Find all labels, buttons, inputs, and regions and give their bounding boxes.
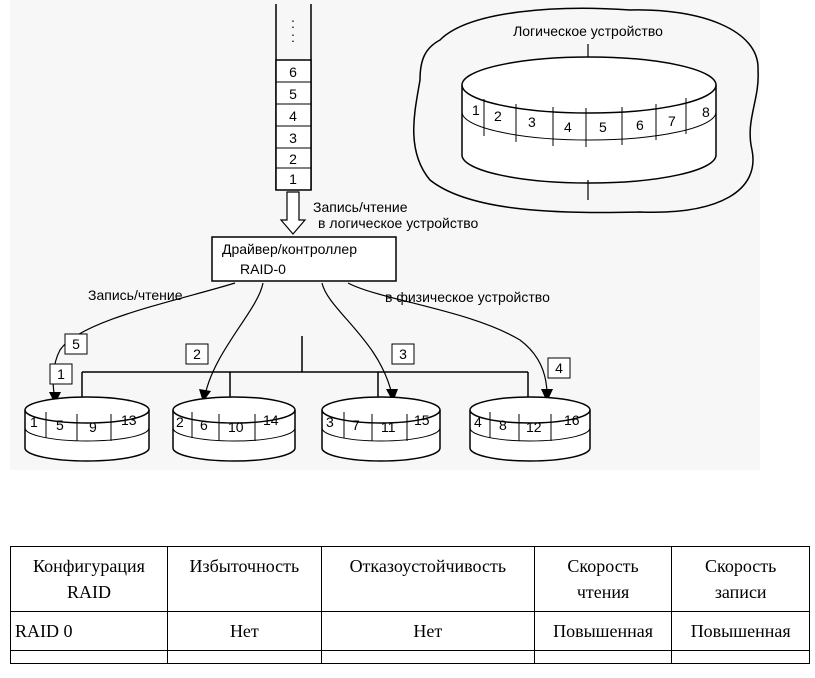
disk-block: 14 bbox=[263, 412, 279, 428]
table-row: RAID 0 Нет Нет Повышенная Повышенная bbox=[10, 611, 810, 651]
physical-disk-1: 1 5 9 13 bbox=[24, 396, 150, 462]
table-cell: Повышенная bbox=[533, 611, 673, 651]
stack-block: 1 bbox=[289, 171, 297, 187]
header-cell: Избыточность bbox=[166, 546, 322, 612]
stack-block: 4 bbox=[289, 108, 297, 124]
disk-block: 9 bbox=[89, 419, 97, 435]
flow-block: 3 bbox=[399, 346, 407, 362]
table-header-row: Конфигурация RAID Избыточность Отказоуст… bbox=[10, 546, 810, 612]
stack-block: 5 bbox=[289, 86, 297, 102]
table-cell: Нет bbox=[320, 611, 535, 651]
arrow-label-line1: Запись/чтение bbox=[313, 199, 408, 215]
disk-block: 16 bbox=[564, 412, 580, 428]
table-cell bbox=[671, 650, 810, 664]
physical-disk-3: 3 7 11 15 bbox=[321, 396, 441, 462]
request-stack: : : 6 5 4 3 2 1 bbox=[275, 4, 312, 191]
logical-block: 1 bbox=[472, 102, 480, 118]
table-cell bbox=[10, 650, 168, 664]
arrowhead-icon bbox=[386, 389, 398, 402]
distribution-bus bbox=[81, 336, 529, 400]
flow-blocks: 5 1 2 3 4 bbox=[49, 333, 571, 385]
disk-block: 10 bbox=[228, 419, 244, 435]
stack-dots-2: : bbox=[291, 29, 295, 45]
flow-block: 4 bbox=[555, 360, 563, 376]
disk-block: 4 bbox=[474, 414, 482, 430]
stack-block: 6 bbox=[289, 64, 297, 80]
raid0-diagram: : : 6 5 4 3 2 1 Запись/чтение в логическ… bbox=[24, 4, 759, 462]
stack-block: 2 bbox=[289, 151, 297, 167]
logical-block: 7 bbox=[668, 113, 676, 129]
down-arrow-icon bbox=[279, 191, 307, 235]
table-cell bbox=[166, 650, 322, 664]
disk-block: 12 bbox=[526, 419, 542, 435]
right-label: в физическое устройство bbox=[385, 289, 550, 305]
header-cell: Скорость чтения bbox=[533, 546, 673, 612]
table-cell bbox=[533, 650, 673, 664]
logical-block: 8 bbox=[702, 104, 710, 120]
raid-config-table: Конфигурация RAID Избыточность Отказоуст… bbox=[10, 546, 810, 664]
disk-block: 13 bbox=[121, 412, 137, 428]
logical-block: 4 bbox=[564, 119, 572, 135]
logical-block: 6 bbox=[636, 117, 644, 133]
disk-block: 15 bbox=[414, 412, 430, 428]
logical-device-cylinder: 1 2 3 4 5 6 7 8 bbox=[461, 56, 717, 184]
table-cell: Повышенная bbox=[671, 611, 810, 651]
flow-block: 1 bbox=[57, 366, 65, 382]
table-cell bbox=[320, 650, 535, 664]
controller-line2: RAID-0 bbox=[240, 261, 286, 277]
disk-block: 5 bbox=[56, 417, 64, 433]
controller-line1: Драйвер/контроллер bbox=[222, 241, 357, 257]
arrowhead-icon bbox=[541, 389, 553, 402]
arrow-label-line2: в логическое устройство bbox=[318, 215, 479, 231]
physical-disk-4: 4 8 12 16 bbox=[469, 396, 591, 462]
logical-block: 3 bbox=[528, 114, 536, 130]
header-cell: Конфигурация RAID bbox=[10, 546, 168, 612]
logical-block: 2 bbox=[494, 108, 502, 124]
disk-block: 6 bbox=[200, 417, 208, 433]
disk-block: 7 bbox=[352, 417, 360, 433]
table-cell: RAID 0 bbox=[10, 611, 168, 651]
disk-block: 8 bbox=[499, 417, 507, 433]
flow-block: 2 bbox=[193, 346, 201, 362]
logical-device-label: Логическое устройство bbox=[513, 23, 663, 39]
header-cell: Отказоустойчивость bbox=[320, 546, 535, 612]
table-row bbox=[10, 650, 810, 664]
stack-block: 3 bbox=[289, 130, 297, 146]
disk-block: 2 bbox=[176, 414, 184, 430]
arrowhead-icon bbox=[49, 392, 61, 404]
flow-block: 5 bbox=[72, 336, 80, 352]
physical-disk-2: 2 6 10 14 bbox=[172, 396, 296, 462]
disk-block: 11 bbox=[381, 419, 396, 435]
disk-block: 3 bbox=[326, 414, 334, 430]
left-label: Запись/чтение bbox=[88, 287, 183, 303]
table-cell: Нет bbox=[166, 611, 322, 651]
stack-dots: : bbox=[291, 15, 295, 31]
logical-device-outline bbox=[413, 7, 759, 214]
header-cell: Скорость записи bbox=[671, 546, 810, 612]
logical-block: 5 bbox=[599, 119, 607, 135]
disk-block: 1 bbox=[30, 414, 38, 430]
controller-box bbox=[211, 236, 397, 282]
